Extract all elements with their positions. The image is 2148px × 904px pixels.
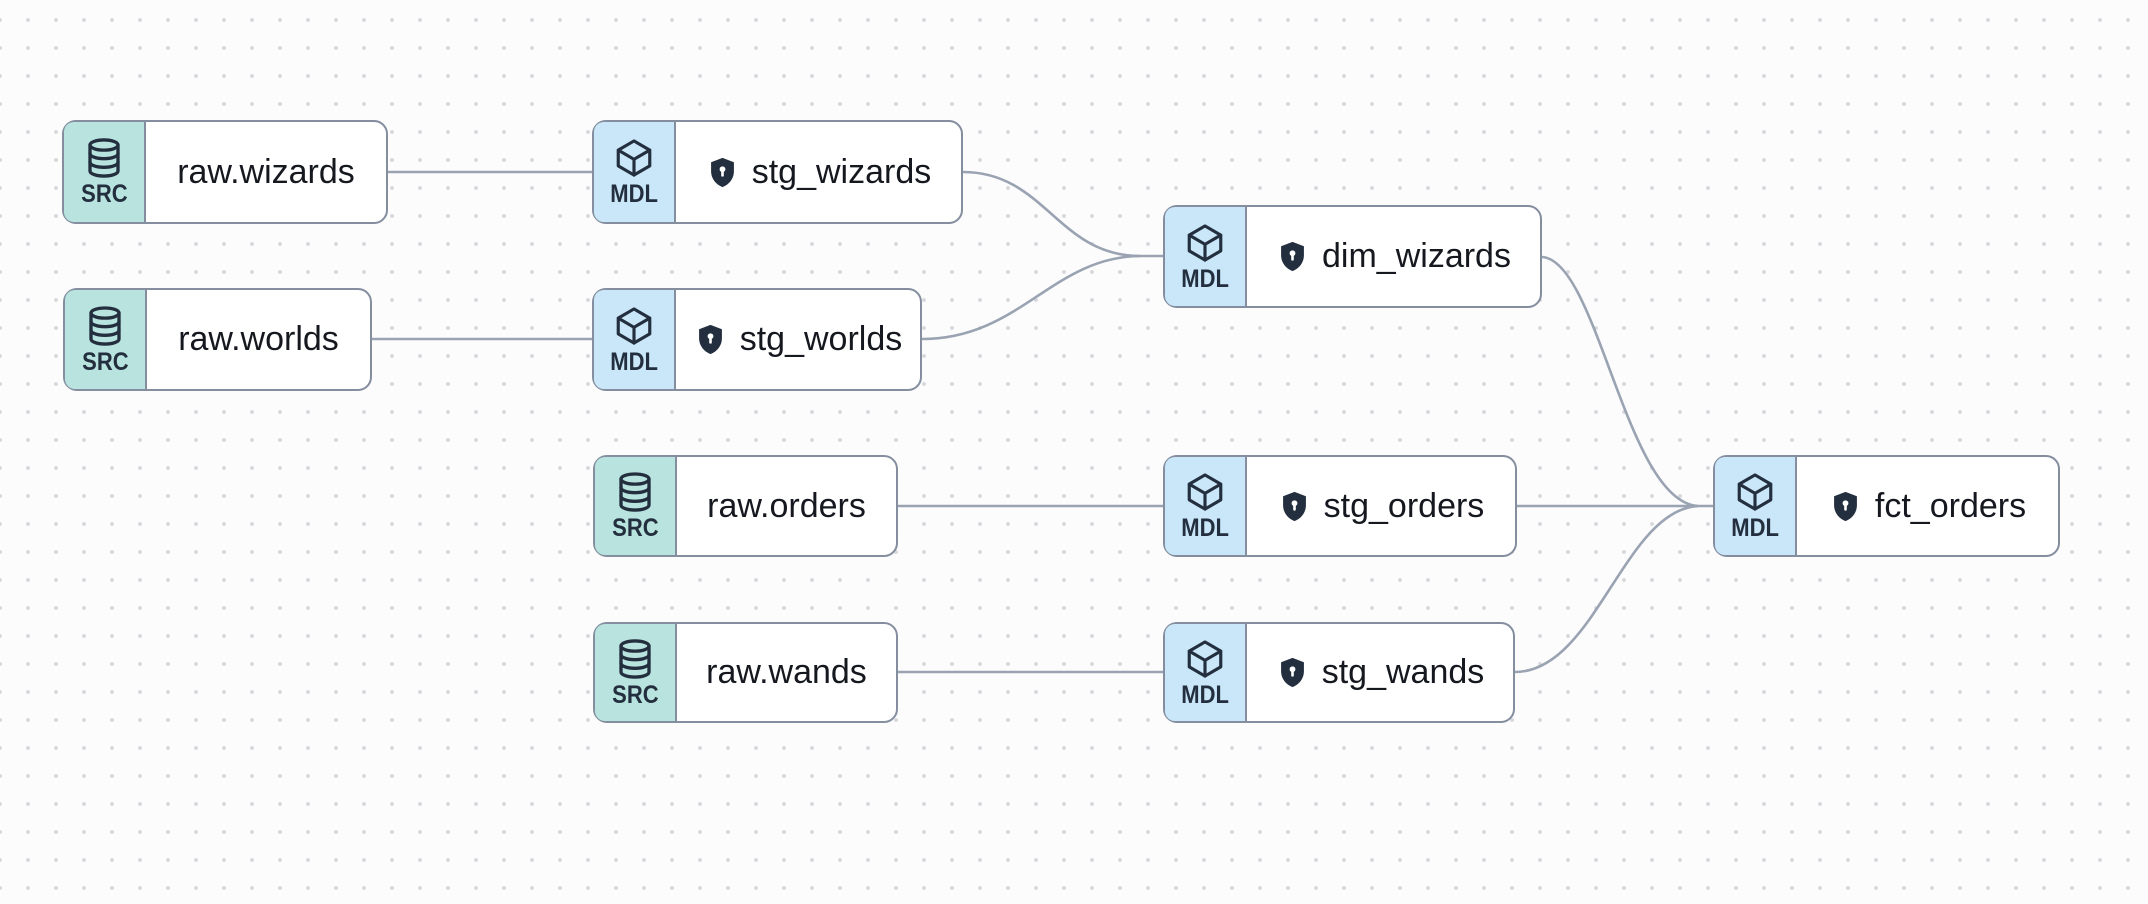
node-body: stg_orders: [1247, 457, 1515, 555]
edge-stg_worlds-to-dim_wizards: [921, 254, 1141, 341]
node-type-label: SRC: [611, 514, 659, 542]
shield-lock-icon: [1276, 656, 1309, 689]
node-type-badge: MDL: [1715, 457, 1797, 555]
node-body: raw.worlds: [147, 290, 370, 389]
shield-lock-icon: [706, 156, 739, 189]
node-type-badge: SRC: [64, 122, 146, 222]
node-body: dim_wizards: [1247, 207, 1540, 306]
node-stg_worlds[interactable]: MDL stg_worlds: [592, 288, 922, 391]
shield-lock-icon: [1829, 490, 1862, 523]
node-body: raw.wands: [677, 624, 896, 721]
cube-icon: [1184, 222, 1226, 264]
node-label: stg_wizards: [751, 152, 932, 191]
node-type-label: MDL: [610, 180, 658, 208]
node-type-label: MDL: [1731, 514, 1779, 542]
node-raw_orders[interactable]: SRC raw.orders: [593, 455, 898, 557]
node-type-badge: MDL: [594, 290, 676, 389]
node-type-badge: MDL: [594, 122, 676, 222]
cube-icon: [1184, 471, 1226, 513]
node-stg_wizards[interactable]: MDL stg_wizards: [592, 120, 963, 224]
node-label: stg_worlds: [739, 320, 903, 358]
cube-icon: [1734, 471, 1776, 513]
node-body: raw.wizards: [146, 122, 386, 222]
node-type-label: MDL: [1181, 514, 1229, 542]
node-type-label: MDL: [1181, 680, 1229, 709]
database-icon: [614, 638, 656, 680]
node-fct_orders[interactable]: MDL fct_orders: [1713, 455, 2060, 557]
node-label: raw.orders: [707, 486, 866, 525]
node-type-label: SRC: [80, 180, 128, 208]
database-icon: [84, 305, 126, 347]
node-raw_worlds[interactable]: SRC raw.worlds: [63, 288, 372, 391]
node-type-label: MDL: [1181, 264, 1229, 293]
node-body: stg_wands: [1247, 624, 1513, 721]
node-raw_wands[interactable]: SRC raw.wands: [593, 622, 898, 723]
node-dim_wizards[interactable]: MDL dim_wizards: [1163, 205, 1542, 308]
node-type-badge: MDL: [1165, 207, 1247, 306]
node-body: fct_orders: [1797, 457, 2058, 555]
node-raw_wizards[interactable]: SRC raw.wizards: [62, 120, 388, 224]
node-stg_wands[interactable]: MDL stg_wands: [1163, 622, 1515, 723]
node-type-label: MDL: [610, 347, 658, 376]
node-body: stg_wizards: [676, 122, 961, 222]
node-type-badge: MDL: [1165, 457, 1247, 555]
node-stg_orders[interactable]: MDL stg_orders: [1163, 455, 1517, 557]
node-label: raw.wizards: [177, 152, 355, 191]
node-type-badge: SRC: [595, 624, 677, 721]
shield-lock-icon: [694, 323, 727, 356]
node-type-badge: SRC: [595, 457, 677, 555]
node-type-badge: MDL: [1165, 624, 1247, 721]
node-label: stg_orders: [1323, 486, 1485, 525]
shield-lock-icon: [1278, 490, 1311, 523]
node-body: raw.orders: [677, 457, 896, 555]
node-label: raw.wands: [706, 653, 867, 691]
cube-icon: [1184, 638, 1226, 680]
node-label: raw.worlds: [178, 320, 339, 358]
edge-stg_wizards-to-dim_wizards: [962, 170, 1163, 258]
node-type-label: SRC: [81, 347, 129, 376]
cube-icon: [613, 305, 655, 347]
cube-icon: [613, 137, 655, 179]
node-type-label: SRC: [611, 680, 659, 709]
node-label: fct_orders: [1874, 486, 2027, 525]
edge-dim_wizards-to-fct_orders: [1541, 255, 1699, 508]
database-icon: [83, 137, 125, 179]
node-label: stg_wands: [1321, 653, 1485, 691]
shield-lock-icon: [1276, 240, 1309, 273]
node-type-badge: SRC: [65, 290, 147, 389]
database-icon: [614, 471, 656, 513]
edge-stg_wands-to-fct_orders: [1514, 504, 1699, 674]
node-body: stg_worlds: [676, 290, 920, 389]
node-label: dim_wizards: [1322, 237, 1511, 275]
